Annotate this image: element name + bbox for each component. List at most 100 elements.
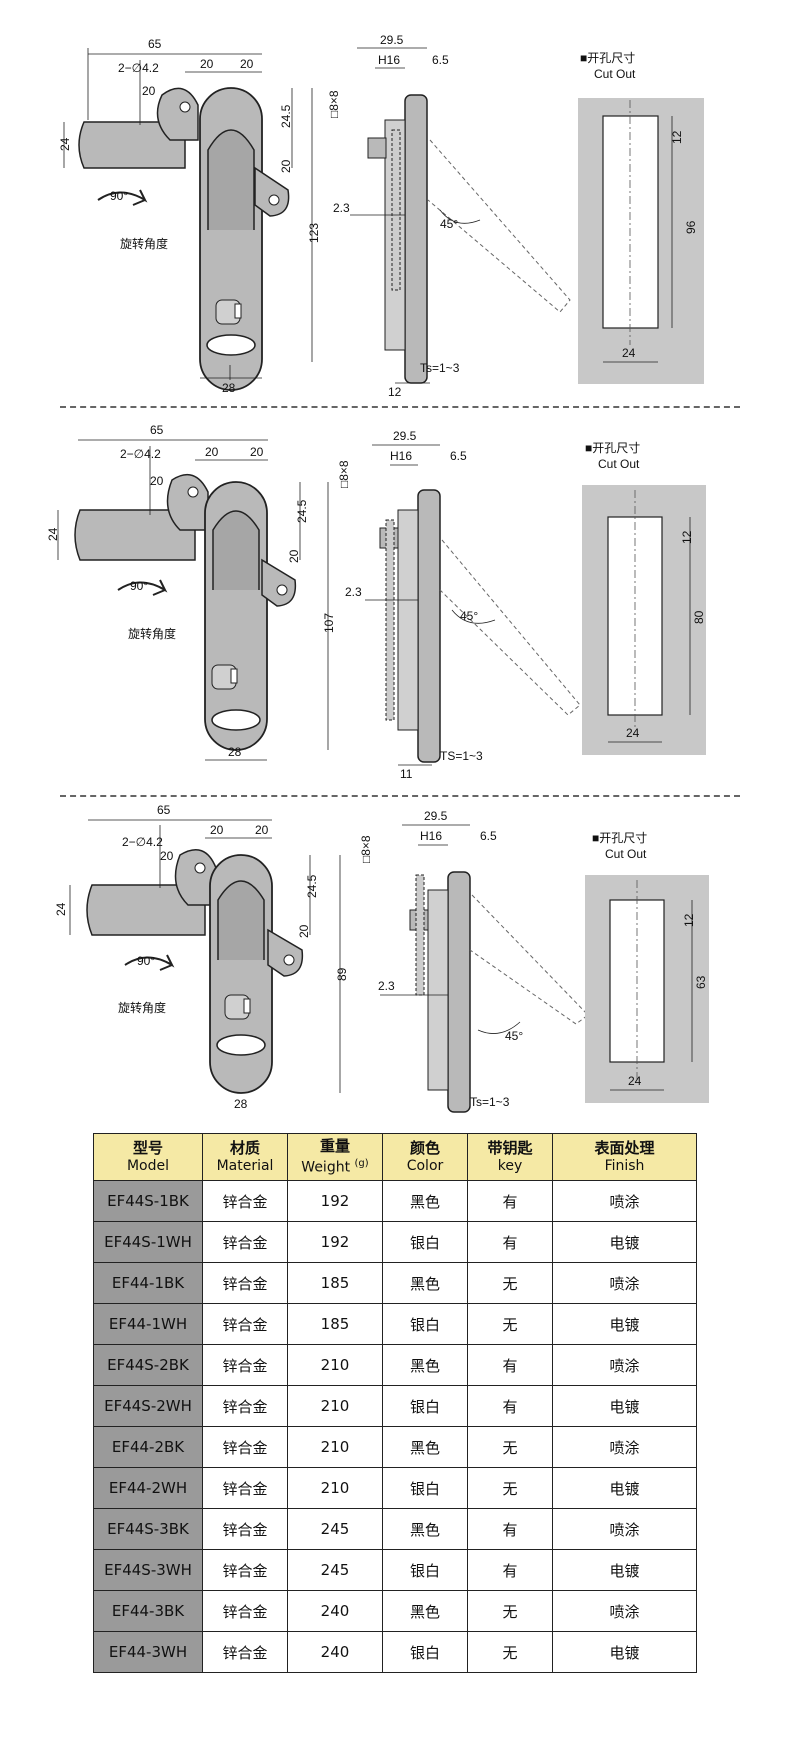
cell-key: 有 xyxy=(467,1549,553,1591)
handle-lug-3 xyxy=(267,928,304,977)
cell-color: 银白 xyxy=(382,1385,468,1427)
key-slot-2 xyxy=(230,668,238,684)
bottom-recess-1 xyxy=(206,334,256,356)
section-divider-1 xyxy=(60,406,740,408)
cell-finish: 电镀 xyxy=(552,1467,697,1509)
cell-material: 锌合金 xyxy=(202,1303,288,1345)
dim-28-1: 28 xyxy=(222,381,236,395)
side-cam-2 xyxy=(385,519,395,721)
cell-model: EF44-2BK xyxy=(93,1426,203,1468)
drawing-1-svg: 65 2−∅4.2 20 20 20 24 24.5 20 123 28 90°… xyxy=(58,33,704,399)
cell-color: 黑色 xyxy=(382,1180,468,1222)
dim-29-5-2: 29.5 xyxy=(393,429,417,443)
cell-weight: 192 xyxy=(287,1221,383,1263)
cell-model: EF44S-3WH xyxy=(93,1549,203,1591)
cell-color: 黑色 xyxy=(382,1508,468,1550)
rotation-label-2: 旋转角度 xyxy=(128,626,176,641)
rotation-label-1: 旋转角度 xyxy=(120,236,168,251)
handle-slot-1 xyxy=(207,129,255,230)
cutout-24-3: 24 xyxy=(628,1074,642,1088)
cutout-title-en-1: Cut Out xyxy=(594,67,636,81)
cell-model: EF44S-1WH xyxy=(93,1221,203,1263)
cell-finish: 电镀 xyxy=(552,1631,697,1673)
open-handle-ghost-2 xyxy=(439,539,581,716)
side-plate-3 xyxy=(447,871,471,1113)
dim-28-3: 28 xyxy=(234,1097,248,1111)
rotation-arrow-icon-1 xyxy=(97,189,148,206)
cell-weight: 210 xyxy=(287,1344,383,1386)
cell-color: 银白 xyxy=(382,1221,468,1263)
dim-h16-2: H16 xyxy=(390,449,412,463)
drawing-section-3: 65 2−∅4.2 20 20 20 24 24.5 20 89 28 90° … xyxy=(0,800,790,1120)
cell-color: 银白 xyxy=(382,1303,468,1345)
dim-24-5-3: 24.5 xyxy=(305,874,319,898)
cell-key: 有 xyxy=(467,1385,553,1427)
drawing-section-1: 65 2−∅4.2 20 20 20 24 24.5 20 123 28 90°… xyxy=(0,0,790,400)
cell-finish: 喷涂 xyxy=(552,1344,697,1386)
cell-model: EF44S-3BK xyxy=(93,1508,203,1550)
cell-color: 银白 xyxy=(382,1631,468,1673)
drawing-section-2: 65 2−∅4.2 20 20 20 24 24.5 20 107 28 90°… xyxy=(0,410,790,790)
cell-color: 黑色 xyxy=(382,1262,468,1304)
cell-model: EF44-1BK xyxy=(93,1262,203,1304)
cell-color: 银白 xyxy=(382,1467,468,1509)
cell-material: 锌合金 xyxy=(202,1262,288,1304)
dim-2-3-2: 2.3 xyxy=(345,585,362,599)
dim-24-5-1: 24.5 xyxy=(279,104,293,128)
cell-weight: 240 xyxy=(287,1631,383,1673)
dim-ts-1: Ts=1~3 xyxy=(420,361,460,375)
dim-20d-2: 20 xyxy=(287,549,301,563)
open-handle-ghost-1 xyxy=(427,139,571,313)
cutout-12-2: 12 xyxy=(680,530,694,544)
key-slot-1 xyxy=(234,303,242,319)
dim-6-5-2: 6.5 xyxy=(450,449,467,463)
dim-28-2: 28 xyxy=(228,745,242,759)
cell-model: EF44S-2BK xyxy=(93,1344,203,1386)
dim-h16-1: H16 xyxy=(378,53,400,67)
cell-color: 黑色 xyxy=(382,1426,468,1468)
cell-material: 锌合金 xyxy=(202,1221,288,1263)
dim-hole-1: 2−∅4.2 xyxy=(118,61,159,75)
side-plate-1 xyxy=(404,94,428,384)
cell-material: 锌合金 xyxy=(202,1631,288,1673)
cell-finish: 电镀 xyxy=(552,1549,697,1591)
cell-weight: 185 xyxy=(287,1303,383,1345)
cell-model: EF44S-2WH xyxy=(93,1385,203,1427)
cell-weight: 210 xyxy=(287,1385,383,1427)
dim-height-3: 89 xyxy=(335,967,349,981)
section-divider-2 xyxy=(60,795,740,797)
cutout-title-cn-3: ■开孔尺寸 xyxy=(592,831,647,845)
dim-hole-3: 2−∅4.2 xyxy=(122,835,163,849)
cell-key: 无 xyxy=(467,1262,553,1304)
ear-hole-3 xyxy=(194,862,206,874)
dim-20b-2: 20 xyxy=(250,445,264,459)
handle-arm-1 xyxy=(78,121,186,169)
cell-finish: 喷涂 xyxy=(552,1508,697,1550)
cell-finish: 喷涂 xyxy=(552,1180,697,1222)
cutout-24-2: 24 xyxy=(626,726,640,740)
cell-weight: 240 xyxy=(287,1590,383,1632)
dim-24-5-2: 24.5 xyxy=(295,499,309,523)
dim-ts-2: TS=1~3 xyxy=(440,749,483,763)
bottom-recess-2 xyxy=(211,709,261,731)
cutout-24-1: 24 xyxy=(622,346,636,360)
dim-29-5-1: 29.5 xyxy=(380,33,404,47)
cell-finish: 喷涂 xyxy=(552,1426,697,1468)
cell-weight: 210 xyxy=(287,1426,383,1468)
cell-key: 有 xyxy=(467,1508,553,1550)
cell-weight: 185 xyxy=(287,1262,383,1304)
key-slot-3 xyxy=(243,998,251,1014)
dim-2-3-3: 2.3 xyxy=(378,979,395,993)
dim-65-1: 65 xyxy=(148,37,162,51)
